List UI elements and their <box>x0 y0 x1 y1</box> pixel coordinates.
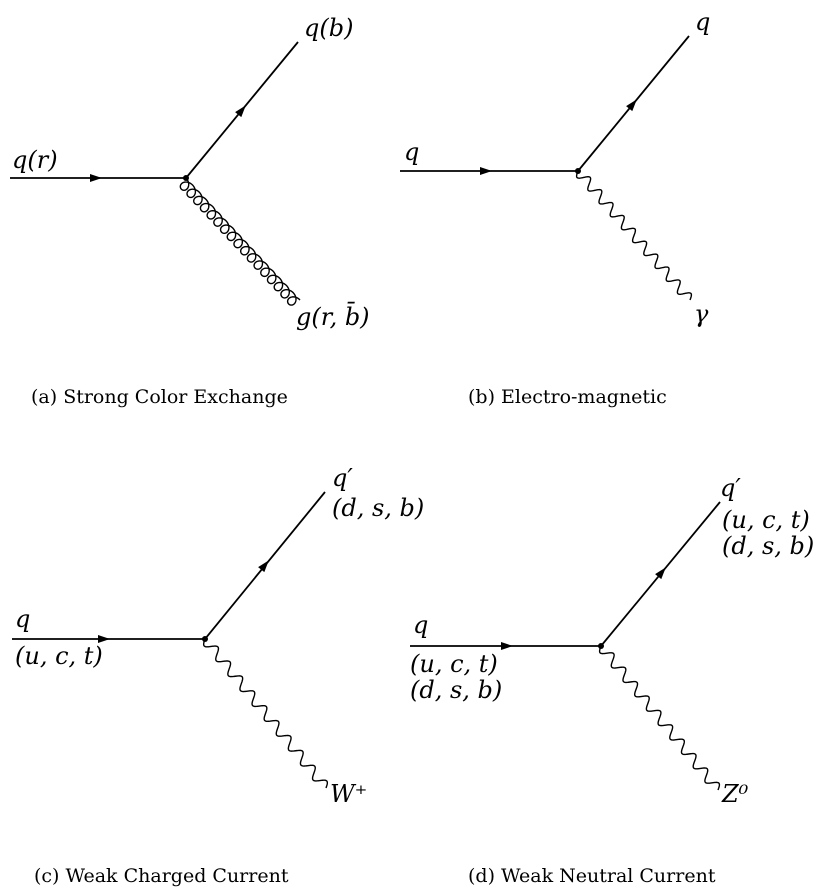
incoming-arrow <box>501 642 513 650</box>
outgoing-quark-label: q′ <box>720 474 741 502</box>
outgoing-quark-label: q <box>695 8 710 36</box>
outgoing-flavor-label-1: (u, c, t) <box>722 506 810 534</box>
outgoing-arrow <box>258 560 269 573</box>
incoming-quark-label: q <box>413 611 428 639</box>
panel-a: q(r) q(b) g(r, b̄) (a) Strong Color Exch… <box>10 14 370 408</box>
caption-a: (a) Strong Color Exchange <box>31 386 288 408</box>
incoming-flavor-label-2: (d, s, b) <box>410 676 502 704</box>
w-boson-line <box>202 638 329 789</box>
caption-d: (d) Weak Neutral Current <box>468 865 716 887</box>
photon-label: γ <box>694 300 709 328</box>
caption-c: (c) Weak Charged Current <box>34 865 289 887</box>
outgoing-quark-label: q′ <box>332 464 353 492</box>
z-boson-line <box>598 645 721 791</box>
incoming-quark-label: q <box>404 138 419 166</box>
caption-b: (b) Electro-magnetic <box>468 386 667 408</box>
gluon-label: g(r, b̄) <box>296 302 370 331</box>
panel-b: q q γ (b) Electro-magnetic <box>400 8 710 408</box>
vertex-dot <box>202 636 208 642</box>
z-boson-label: Z⁰ <box>721 780 749 808</box>
outgoing-quark-label: q(b) <box>304 14 353 42</box>
outgoing-flavor-label: (d, s, b) <box>332 494 424 522</box>
incoming-arrow <box>90 174 102 182</box>
photon-line <box>575 170 693 301</box>
outgoing-arrow <box>235 105 246 118</box>
gluon-line <box>179 177 301 306</box>
panel-d: q (u, c, t) (d, s, b) q′ (u, c, t) (d, s… <box>410 474 814 887</box>
w-boson-label: W⁺ <box>330 780 367 808</box>
outgoing-arrow <box>655 567 666 580</box>
incoming-arrow <box>480 167 492 175</box>
incoming-arrow <box>98 635 110 643</box>
incoming-quark-label: q <box>15 605 30 633</box>
incoming-quark-label: q(r) <box>12 146 58 174</box>
outgoing-arrow <box>626 99 637 112</box>
vertex-dot <box>598 643 604 649</box>
vertex-dot <box>183 175 189 181</box>
vertex-dot <box>575 168 581 174</box>
outgoing-flavor-label-2: (d, s, b) <box>722 532 814 560</box>
panel-c: q (u, c, t) q′ (d, s, b) W⁺ (c) Weak Cha… <box>12 464 424 887</box>
incoming-flavor-label-1: (u, c, t) <box>410 650 498 678</box>
incoming-flavor-label: (u, c, t) <box>15 642 103 670</box>
